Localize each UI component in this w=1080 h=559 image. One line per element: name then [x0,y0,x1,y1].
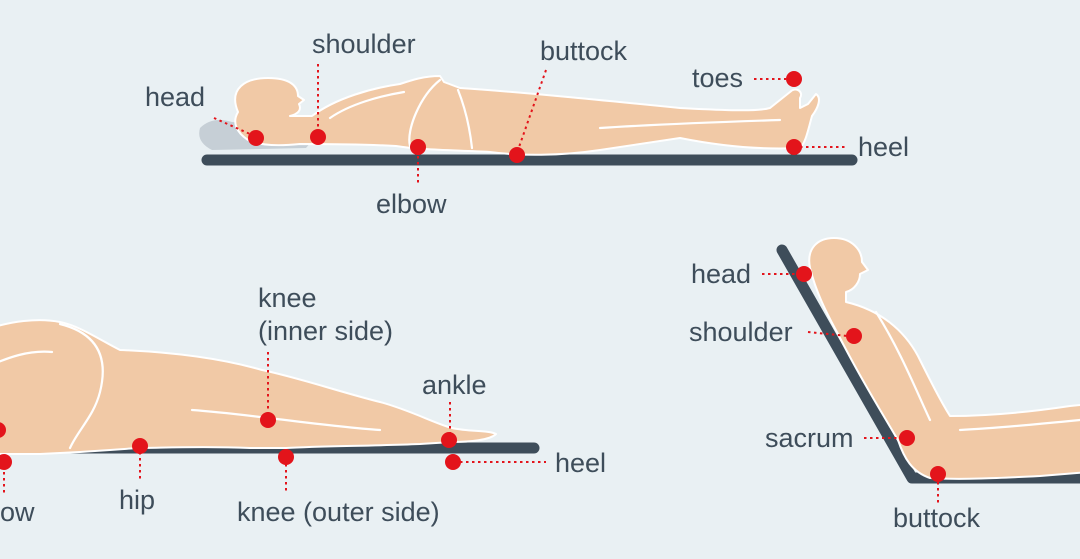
lateral-arm-line [58,322,104,450]
lateral-label-knee-inner-line1: knee [258,283,317,313]
sitting-body [808,237,1080,480]
sitting-shoulder-point [846,328,862,344]
lateral-back-line [0,350,54,363]
lateral-elbow-point [0,454,12,470]
supine-label-shoulder: shoulder [312,29,416,59]
supine-buttock-point [509,147,525,163]
leader-lines [3,64,939,504]
lateral-leg-line [190,408,382,432]
lateral-knee-outer-point [278,449,294,465]
supine-shoulder-point [310,129,326,145]
supine-elbow-point [410,139,426,155]
lateral-figure [0,319,540,455]
supine-head-point [248,130,264,146]
sitting-arm-line [874,310,932,422]
lateral-label-ankle: ankle [422,370,487,400]
lateral-knee-inner-point [260,412,276,428]
supine-chest-line [328,90,406,120]
lateral-body [0,319,497,455]
sitting-label-head: head [691,259,752,289]
sitting-label-sacrum: sacrum [765,423,854,453]
sitting-head-point [796,266,812,282]
supine-label-head: head [145,82,206,112]
lateral-elbow-upper-point [0,422,6,438]
sitting-sacrum-point [899,430,915,446]
sitting-label-buttock: buttock [893,503,981,533]
supine-label-toes: toes [692,63,744,93]
lateral-label-hip: hip [119,485,156,515]
lateral-label-knee-inner-line2: (inner side) [258,316,394,346]
supine-toes-point [786,71,802,87]
sitting-buttock-point [930,466,946,482]
supine-hip-line [456,88,474,150]
supine-heel-point [786,139,802,155]
sitting-label-shoulder: shoulder [689,317,793,347]
sitting-thigh-line [958,418,1080,432]
lateral-label-heel: heel [555,448,607,478]
supine-arm-line [408,78,442,148]
supine-label-elbow: elbow [376,189,447,219]
lateral-label-knee-outer: knee (outer side) [237,497,440,527]
sitting-backrest [776,244,1080,484]
lateral-ankle-point [441,432,457,448]
sitting-figure [776,237,1080,484]
supine-label-heel: heel [858,132,910,162]
lateral-hip-point [132,438,148,454]
lateral-heel-point [445,454,461,470]
lateral-label-elbow-partial: ow [0,497,35,527]
supine-figure [199,75,858,166]
pressure-points [0,71,946,482]
supine-label-buttock: buttock [540,36,628,66]
supine-leg-line [598,118,782,130]
